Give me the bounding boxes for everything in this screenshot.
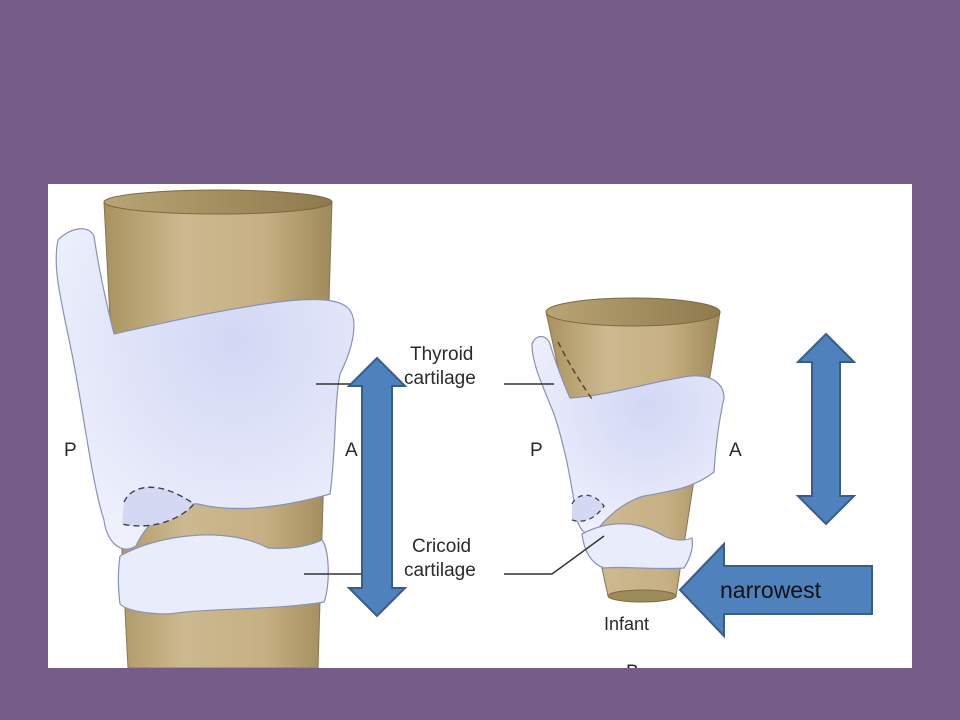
narrowest-arrow [678, 541, 873, 639]
adult-posterior-label: P [64, 440, 77, 461]
structure-labels: Thyroid cartilage Cricoid cartilage [404, 344, 476, 581]
infant-posterior-label: P [530, 440, 543, 461]
infant-larynx: P A Infant B [504, 297, 857, 668]
infant-anterior-label: A [729, 440, 742, 461]
adult-trachea-opening [103, 189, 333, 215]
cricoid-label-line1: Cricoid [412, 536, 471, 557]
larynx-diagram: P A Thyroid cartilage Cricoid cartilage [55, 189, 873, 668]
larynx-diagram-panel: P A Thyroid cartilage Cricoid cartilage [48, 184, 912, 668]
adult-cricoid-hidden-edge [121, 486, 196, 527]
infant-thyroid-dashed-edge [557, 341, 595, 403]
adult-double-arrow [346, 356, 408, 618]
infant-caption: Infant [604, 614, 649, 634]
infant-airway-opening [545, 297, 721, 327]
infant-cricoid-leader [504, 535, 605, 575]
cricoid-label-line2: cartilage [404, 560, 476, 581]
panel-letter: B [626, 662, 639, 668]
adult-larynx: P A [55, 189, 408, 668]
thyroid-label-line2: cartilage [404, 368, 476, 389]
adult-thyroid-cartilage [55, 228, 355, 550]
infant-airway-bottom [607, 589, 677, 603]
infant-cricoid-cartilage [581, 523, 693, 570]
adult-cricoid-cartilage [117, 534, 329, 615]
narrowest-callout: narrowest [678, 541, 873, 639]
thyroid-label-line1: Thyroid [410, 344, 473, 365]
infant-double-arrow [795, 332, 857, 526]
adult-anterior-label: A [345, 440, 358, 461]
infant-thyroid-cartilage [531, 335, 725, 535]
narrowest-label: narrowest [720, 577, 822, 603]
infant-cricoid-hidden-edge [571, 494, 605, 522]
